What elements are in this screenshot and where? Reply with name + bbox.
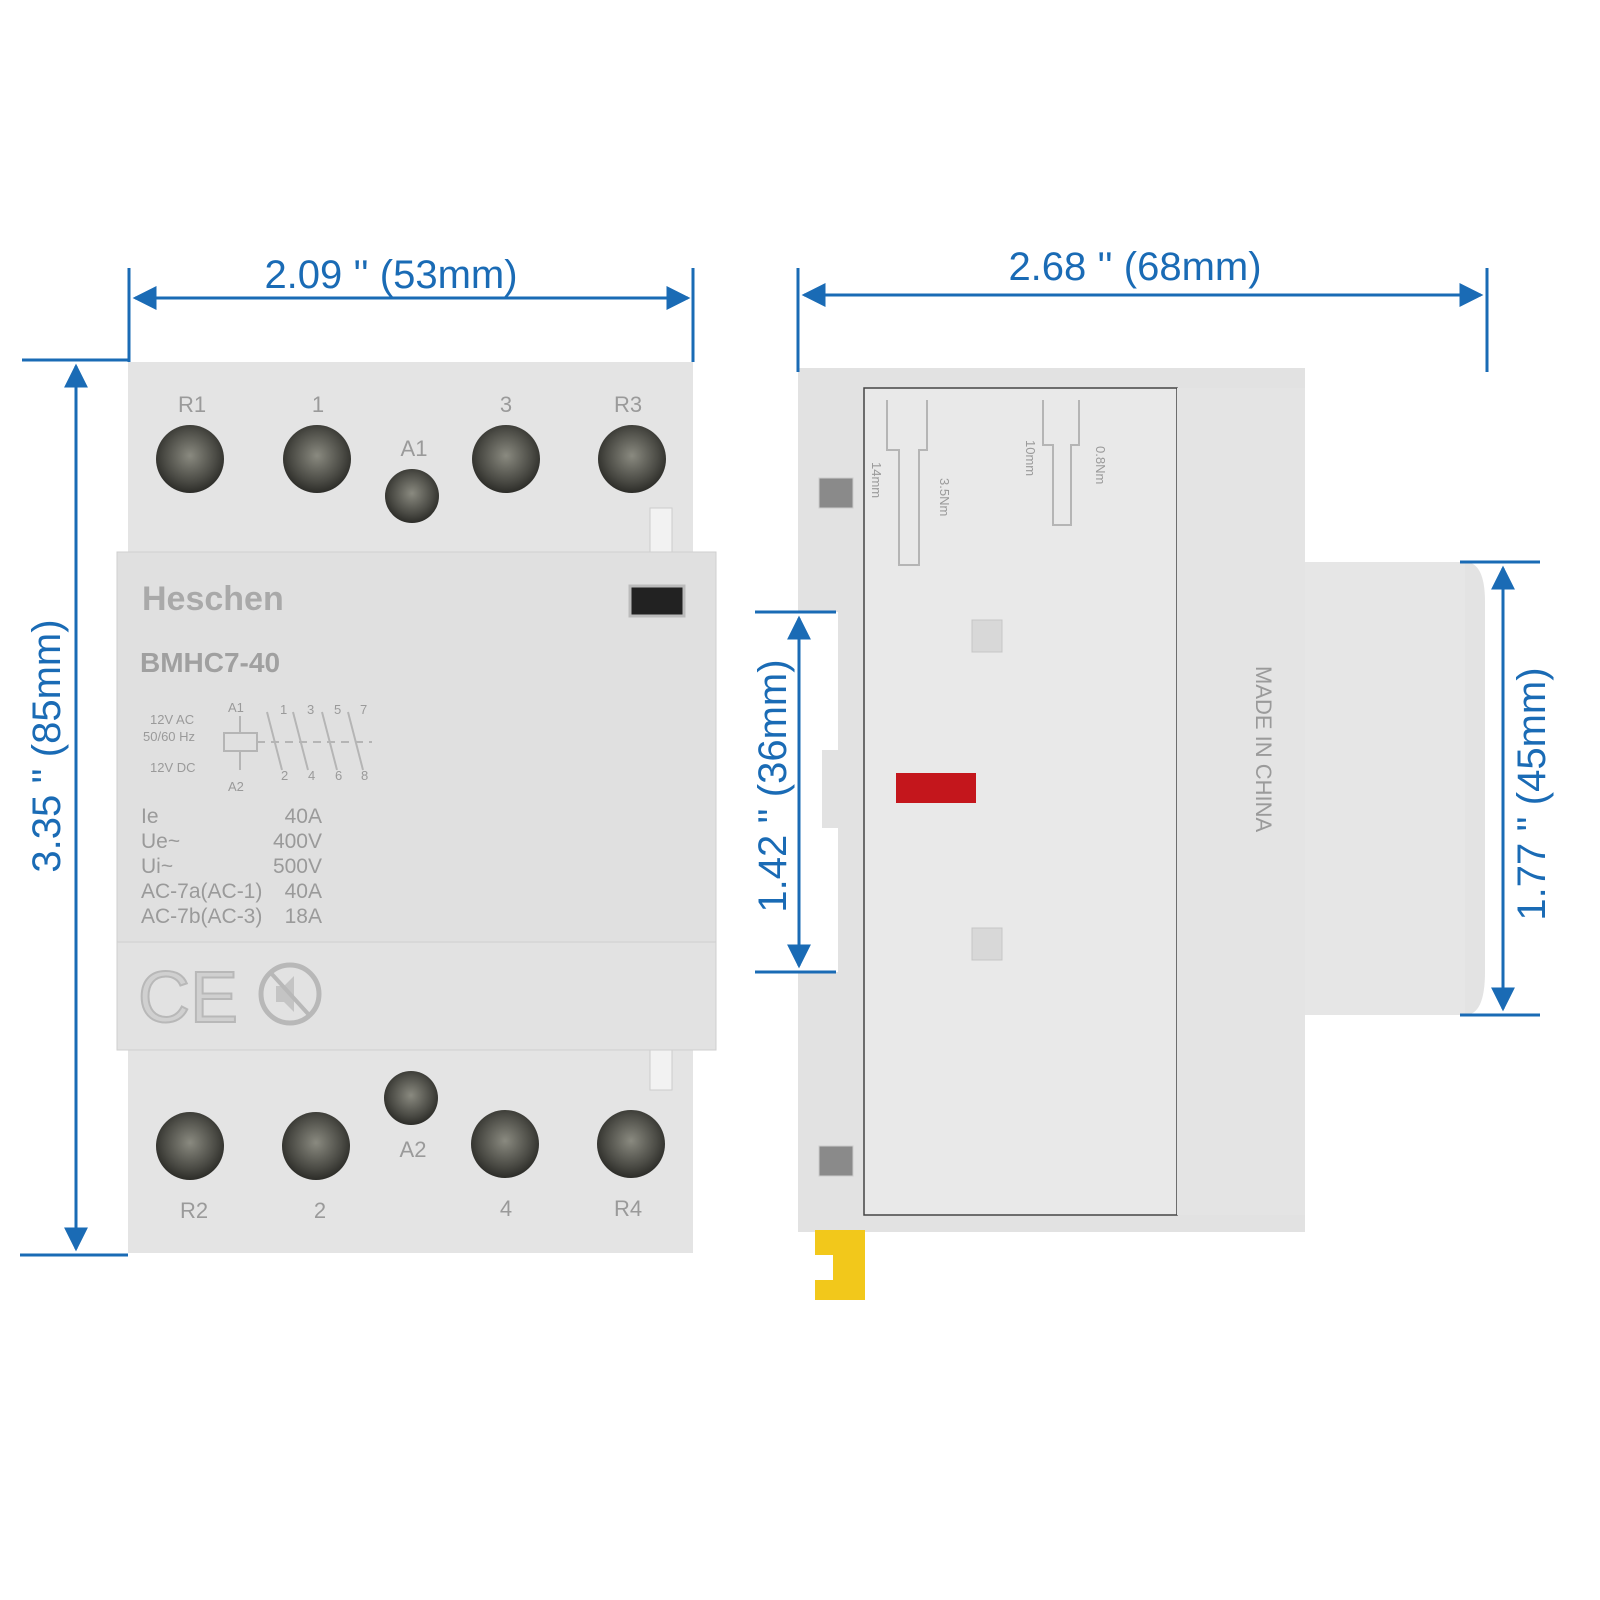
svg-text:4: 4 [500, 1196, 512, 1221]
svg-text:Ui~: Ui~ [141, 855, 173, 878]
din-clip-yellow [815, 1230, 865, 1300]
ce-mark: CE [138, 958, 238, 1038]
svg-text:8: 8 [361, 768, 368, 783]
silent-icon [258, 962, 322, 1026]
side-inner-height-label: 1.42 '' (36mm) [751, 659, 795, 912]
svg-text:Ie: Ie [141, 805, 159, 828]
svg-text:A1: A1 [401, 436, 428, 461]
coil-freq: 50/60 Hz [143, 729, 195, 744]
svg-text:40A: 40A [285, 880, 322, 903]
front-cover [116, 551, 717, 943]
cert-panel [116, 941, 717, 1051]
svg-text:1: 1 [280, 702, 287, 717]
side-view: 14mm 3.5Nm 10mm 0.8Nm MADE IN CHINA [798, 368, 1485, 1300]
contact-numbers: 1 3 5 7 2 4 6 8 [280, 702, 368, 783]
svg-text:Ue~: Ue~ [141, 830, 180, 853]
svg-text:6: 6 [335, 768, 342, 783]
svg-text:2: 2 [281, 768, 288, 783]
wiring-symbol [223, 711, 372, 771]
front-view: Heschen BMHC7-40 12V AC 50/60 Hz 12V DC … [116, 362, 717, 1253]
svg-text:R2: R2 [180, 1198, 208, 1223]
coil-ac: 12V AC [150, 712, 194, 727]
front-height-label: 3.35 '' (85mm) [25, 619, 69, 872]
side-rail-height-label: 1.77 '' (45mm) [1510, 667, 1554, 920]
svg-text:18A: 18A [285, 905, 322, 928]
svg-text:40A: 40A [285, 805, 322, 828]
svg-text:R1: R1 [178, 392, 206, 417]
svg-text:7: 7 [360, 702, 367, 717]
svg-text:AC-7a(AC-1): AC-7a(AC-1) [141, 880, 262, 903]
svg-text:A2: A2 [400, 1137, 427, 1162]
svg-text:2: 2 [314, 1198, 326, 1223]
spec-table: Ie 40A Ue~ 400V Ui~ 500V AC-7a(AC-1) 40A… [141, 805, 322, 928]
svg-text:R3: R3 [614, 392, 642, 417]
svg-text:R4: R4 [614, 1196, 642, 1221]
svg-text:1: 1 [312, 392, 324, 417]
terminal-screws [156, 425, 666, 1180]
brand-logo: Heschen [142, 580, 284, 618]
dimension-lines [20, 268, 1540, 1257]
top-terminal-labels: R1 1 A1 3 R3 [178, 392, 642, 461]
coil-a1: A1 [228, 700, 244, 715]
front-width-label: 2.09 '' (53mm) [264, 253, 517, 297]
torque-08: 0.8Nm [1093, 446, 1108, 484]
bottom-terminal-labels: R2 2 A2 4 R4 [180, 1137, 642, 1223]
svg-text:400V: 400V [273, 830, 322, 853]
coil-dc: 12V DC [150, 760, 196, 775]
model-number: BMHC7-40 [140, 647, 280, 678]
indicator-window [628, 584, 686, 618]
svg-text:3: 3 [307, 702, 314, 717]
made-in-china: MADE IN CHINA [1251, 666, 1276, 833]
svg-text:500V: 500V [273, 855, 322, 878]
strip-length-diagram [886, 400, 1080, 566]
torque-35: 3.5Nm [937, 478, 952, 516]
svg-text:5: 5 [334, 702, 341, 717]
coil-a2: A2 [228, 779, 244, 794]
status-indicator-red [896, 773, 976, 803]
svg-text:4: 4 [308, 768, 315, 783]
svg-text:AC-7b(AC-3): AC-7b(AC-3) [141, 905, 262, 928]
side-width-label: 2.68 '' (68mm) [1008, 245, 1261, 289]
svg-text:3: 3 [500, 392, 512, 417]
strip-length-14: 14mm [869, 462, 884, 498]
strip-length-10: 10mm [1023, 440, 1038, 476]
